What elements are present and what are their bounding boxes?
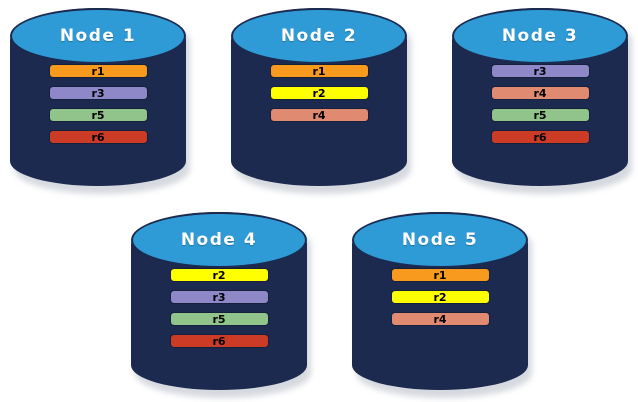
- record-bar-r5[interactable]: r5: [48, 108, 148, 122]
- cylinder-top-ellipse: Node 2: [231, 8, 407, 64]
- node-title-label: Node 5: [401, 230, 479, 250]
- record-label: r5: [533, 108, 547, 122]
- record-bar-r1[interactable]: r1: [390, 268, 490, 282]
- node-title-label: Node 1: [59, 26, 137, 46]
- record-bar-r3[interactable]: r3: [48, 86, 148, 100]
- record-bar-r5[interactable]: r5: [169, 312, 269, 326]
- record-bar-r3[interactable]: r3: [169, 290, 269, 304]
- record-label: r2: [312, 86, 326, 100]
- cylinder-top-ellipse: Node 3: [452, 8, 628, 64]
- record-stack: r1 r3 r5 r6: [10, 64, 186, 144]
- record-bar-r1[interactable]: r1: [48, 64, 148, 78]
- record-stack: r1 r2 r4: [352, 268, 528, 326]
- record-label: r4: [312, 108, 326, 122]
- node-title-label: Node 2: [280, 26, 358, 46]
- record-bar-r4[interactable]: r4: [269, 108, 369, 122]
- record-bar-r6[interactable]: r6: [48, 130, 148, 144]
- record-label: r4: [433, 312, 447, 326]
- cylinder-top-ellipse: Node 1: [10, 8, 186, 64]
- record-stack: r1 r2 r4: [231, 64, 407, 122]
- record-label: r6: [533, 130, 547, 144]
- record-label: r2: [433, 290, 447, 304]
- record-bar-r6[interactable]: r6: [490, 130, 590, 144]
- cylinder-top-ellipse: Node 5: [352, 212, 528, 268]
- record-bar-r6[interactable]: r6: [169, 334, 269, 348]
- node-title-label: Node 4: [180, 230, 258, 250]
- record-bar-r2[interactable]: r2: [269, 86, 369, 100]
- record-label: r3: [212, 290, 226, 304]
- record-label: r4: [533, 86, 547, 100]
- record-label: r3: [533, 64, 547, 78]
- record-bar-r4[interactable]: r4: [490, 86, 590, 100]
- record-label: r1: [433, 268, 447, 282]
- record-label: r1: [312, 64, 326, 78]
- record-label: r5: [91, 108, 105, 122]
- database-node-3[interactable]: Node 3 r3 r4 r5 r6: [452, 8, 632, 194]
- record-label: r2: [212, 268, 226, 282]
- record-bar-r3[interactable]: r3: [490, 64, 590, 78]
- record-label: r3: [91, 86, 105, 100]
- record-label: r1: [91, 64, 105, 78]
- record-bar-r4[interactable]: r4: [390, 312, 490, 326]
- database-node-4[interactable]: Node 4 r2 r3 r5 r6: [131, 212, 311, 398]
- cylinder-top-ellipse: Node 4: [131, 212, 307, 268]
- record-label: r6: [212, 334, 226, 348]
- record-label: r6: [91, 130, 105, 144]
- record-bar-r2[interactable]: r2: [169, 268, 269, 282]
- record-label: r5: [212, 312, 226, 326]
- record-bar-r5[interactable]: r5: [490, 108, 590, 122]
- node-title-label: Node 3: [501, 26, 579, 46]
- record-stack: r2 r3 r5 r6: [131, 268, 307, 348]
- record-bar-r1[interactable]: r1: [269, 64, 369, 78]
- record-bar-r2[interactable]: r2: [390, 290, 490, 304]
- database-node-2[interactable]: Node 2 r1 r2 r4: [231, 8, 411, 194]
- database-node-5[interactable]: Node 5 r1 r2 r4: [352, 212, 532, 398]
- database-node-1[interactable]: Node 1 r1 r3 r5 r6: [10, 8, 190, 194]
- record-stack: r3 r4 r5 r6: [452, 64, 628, 144]
